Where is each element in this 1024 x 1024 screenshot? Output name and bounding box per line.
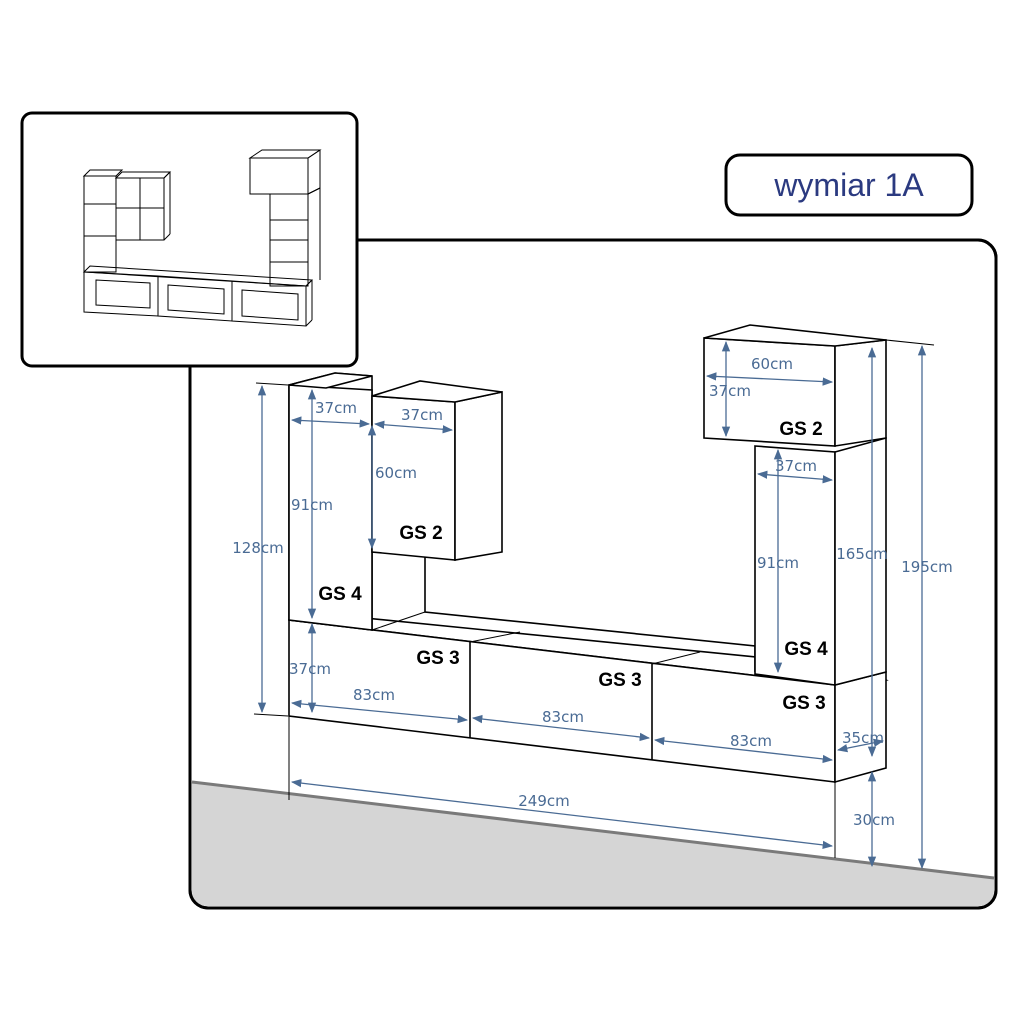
- dim-bottom-middle-width: 83cm: [542, 708, 584, 726]
- dim-left-hanging-width: 37cm: [401, 406, 443, 424]
- dim-right-tall-width: 37cm: [775, 457, 817, 475]
- dim-right-tall-height: 91cm: [757, 554, 799, 572]
- dimension-lines: [253, 339, 935, 870]
- right-top-cabinet: [703, 324, 887, 447]
- dimension-labels: 37cm 37cm 60cm 91cm 128cm 37cm 83cm 83cm…: [232, 355, 953, 829]
- dim-right-height: 165cm: [836, 545, 888, 563]
- dim-floor-gap: 30cm: [853, 811, 895, 829]
- label-right-tall: GS 4: [784, 639, 828, 660]
- label-right-top: GS 2: [779, 419, 822, 440]
- label-bottom-middle: GS 3: [598, 670, 641, 691]
- dim-left-hanging-height: 60cm: [375, 464, 417, 482]
- left-hanging-cabinet: [371, 380, 503, 561]
- dim-left-total-height: 128cm: [232, 539, 284, 557]
- label-left-tall: GS 4: [318, 584, 362, 605]
- dim-left-tall-width: 37cm: [315, 399, 357, 417]
- dim-total-width: 249cm: [518, 792, 570, 810]
- module-labels: GS 4 GS 2 GS 2 GS 4 GS 3 GS 3 GS 3: [318, 419, 828, 714]
- label-left-hanging: GS 2: [399, 523, 442, 544]
- dim-depth: 35cm: [842, 729, 884, 747]
- title-box: wymiar 1A: [724, 153, 974, 217]
- label-bottom-left: GS 3: [416, 648, 459, 669]
- dim-bottom-height: 37cm: [289, 660, 331, 678]
- dim-top-right-height: 37cm: [709, 382, 751, 400]
- dim-bottom-right-width: 83cm: [730, 732, 772, 750]
- dim-total-height: 195cm: [901, 558, 953, 576]
- dim-bottom-left-width: 83cm: [353, 686, 395, 704]
- label-bottom-right: GS 3: [782, 693, 825, 714]
- dim-top-right-width: 60cm: [751, 355, 793, 373]
- dim-left-tall-height: 91cm: [291, 496, 333, 514]
- title: wymiar 1A: [773, 167, 924, 203]
- overview-thumbnail: [20, 111, 359, 368]
